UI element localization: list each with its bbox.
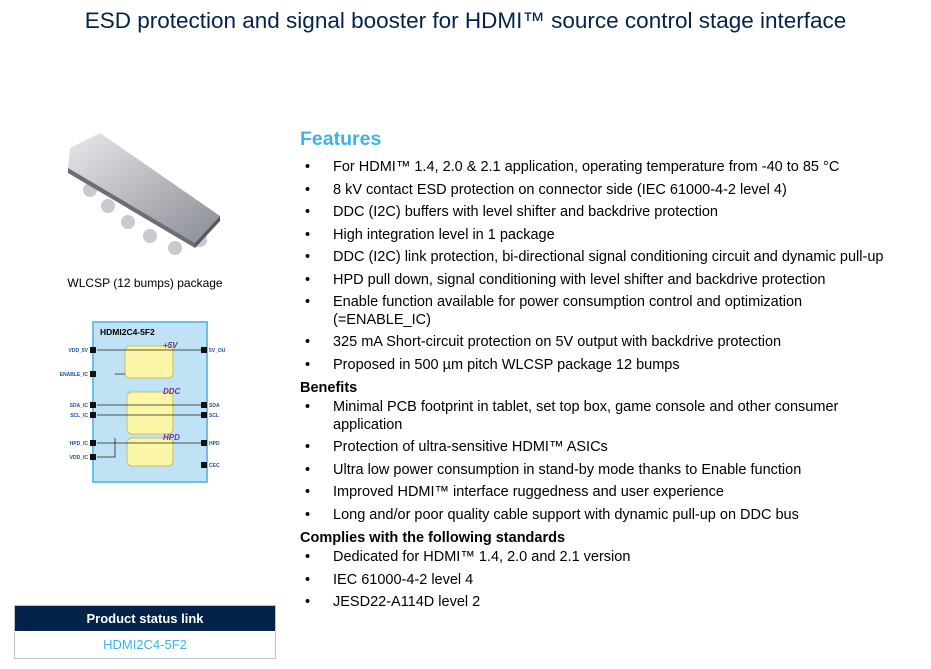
block-label: HPD [163, 433, 180, 442]
list-item: Long and/or poor quality cable support w… [300, 507, 900, 525]
pin-label: 5V_OU [209, 348, 226, 354]
chip-package-image [68, 133, 220, 255]
features-list: For HDMI™ 1.4, 2.0 & 2.1 application, op… [300, 159, 900, 374]
standards-list: Dedicated for HDMI™ 1.4, 2.0 and 2.1 ver… [300, 549, 900, 612]
standards-heading: Complies with the following standards [300, 530, 566, 546]
pin-label: ENABLE_IC [60, 372, 89, 378]
pin-label: HPD_IC [70, 441, 89, 447]
package-caption: WLCSP (12 bumps) package [67, 276, 223, 290]
block-label: +5V [163, 341, 178, 350]
list-item: 325 mA Short-circuit protection on 5V ou… [300, 334, 900, 352]
list-item: Enable function available for power cons… [300, 294, 900, 329]
pin-label: SDA [209, 403, 220, 409]
pin-label: CEC [209, 463, 220, 469]
pin-label: VDD_IC [70, 455, 89, 461]
product-status-link[interactable]: HDMI2C4-5F2 [103, 637, 187, 652]
block-diagram: HDMI2C4-5F2 VDD_5V ENABLE_IC SDA_IC SCL_… [60, 321, 226, 483]
list-item: Proposed in 500 µm pitch WLCSP package 1… [300, 357, 900, 375]
list-item: High integration level in 1 package [300, 227, 900, 245]
block-label: DDC [163, 387, 181, 396]
content-column: Features For HDMI™ 1.4, 2.0 & 2.1 applic… [300, 128, 900, 617]
diagram-title: HDMI2C4-5F2 [100, 327, 155, 337]
list-item: Improved HDMI™ interface ruggedness and … [300, 484, 900, 502]
list-item: Ultra low power consumption in stand-by … [300, 462, 900, 480]
list-item: DDC (I2C) buffers with level shifter and… [300, 204, 900, 222]
list-item: 8 kV contact ESD protection on connector… [300, 182, 900, 200]
list-item: IEC 61000-4-2 level 4 [300, 572, 900, 590]
product-status-header: Product status link [15, 606, 275, 631]
product-status-table: Product status link HDMI2C4-5F2 [14, 605, 276, 659]
pin-label: SCL_IC [70, 413, 88, 419]
pin-label: SCL [209, 413, 219, 419]
list-item: HPD pull down, signal conditioning with … [300, 272, 900, 290]
page-title: ESD protection and signal booster for HD… [84, 8, 847, 33]
pin-label: HPD [209, 441, 220, 447]
list-item: For HDMI™ 1.4, 2.0 & 2.1 application, op… [300, 159, 900, 177]
list-item: Minimal PCB footprint in tablet, set top… [300, 399, 900, 434]
pin-label: SDA_IC [70, 403, 89, 409]
list-item: Dedicated for HDMI™ 1.4, 2.0 and 2.1 ver… [300, 549, 900, 567]
features-heading: Features [300, 128, 382, 150]
benefits-list: Minimal PCB footprint in tablet, set top… [300, 399, 900, 524]
pin-label: VDD_5V [69, 348, 89, 354]
benefits-heading: Benefits [300, 380, 358, 396]
list-item: DDC (I2C) link protection, bi-directiona… [300, 249, 900, 267]
list-item: Protection of ultra-sensitive HDMI™ ASIC… [300, 439, 900, 457]
list-item: JESD22-A114D level 2 [300, 594, 900, 612]
